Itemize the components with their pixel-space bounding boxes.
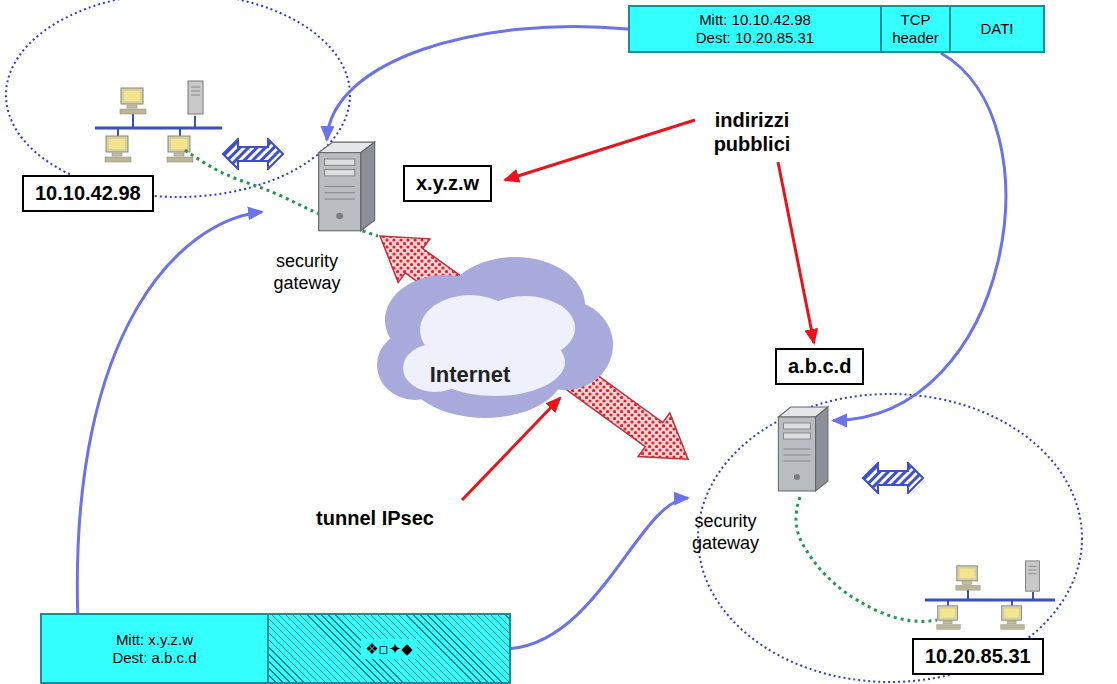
data-path <box>185 150 378 236</box>
packet-text: Mitt: 10.10.42.98 Dest: 10.20.85.31 <box>685 11 825 47</box>
flow-connector <box>327 26 628 140</box>
internet-cloud: Internet <box>375 250 615 430</box>
server-icon <box>768 405 830 495</box>
lan-outline <box>6 0 350 197</box>
packet-field: Mitt: 10.10.42.98 Dest: 10.20.85.31 <box>630 7 880 51</box>
security-gateway: security gateway <box>262 140 380 300</box>
packet-field: Mitt: x.y.z.w Dest: a.b.c.d <box>42 615 267 682</box>
packet-text: ❖▫✦◆ <box>361 639 417 659</box>
pointer-arrow <box>505 120 695 180</box>
packet: Mitt: x.y.z.w Dest: a.b.c.d ❖▫✦◆ <box>40 613 511 684</box>
flow-connector <box>77 212 262 613</box>
gateway-label: security gateway <box>262 250 352 294</box>
address-text: x.y.z.w <box>416 172 479 195</box>
address-text: 10.20.85.31 <box>925 645 1031 668</box>
cloud-label: Internet <box>375 362 565 388</box>
packet-text: Mitt: x.y.z.w Dest: a.b.c.d <box>100 631 210 667</box>
gateway-label: security gateway <box>688 510 763 554</box>
packet-text: DATI <box>980 20 1013 38</box>
server-icon <box>307 140 377 235</box>
address-box: a.b.c.d <box>775 348 864 385</box>
lan-right <box>925 561 1055 629</box>
packet-field: ❖▫✦◆ <box>267 615 509 682</box>
address-text: a.b.c.d <box>788 355 851 378</box>
lan-left <box>95 81 222 162</box>
ipsec-tunnel <box>380 236 688 459</box>
link-arrow <box>863 463 923 493</box>
address-text: 10.10.42.98 <box>35 182 141 205</box>
annotation: tunnel IPsec <box>290 506 460 530</box>
link-arrow <box>223 139 283 169</box>
cloud-shape <box>375 250 615 430</box>
packet-field: TCP header <box>880 7 949 51</box>
address-box: x.y.z.w <box>403 165 492 202</box>
address-box: 10.10.42.98 <box>22 175 154 212</box>
security-gateway: security gateway <box>688 405 833 560</box>
annotation: indirizzi pubblici <box>697 108 807 156</box>
packet: Mitt: 10.10.42.98 Dest: 10.20.85.31 TCP h… <box>628 5 1045 53</box>
packet-field: DATI <box>949 7 1043 51</box>
address-box: 10.20.85.31 <box>912 638 1044 675</box>
packet-text: TCP header <box>882 11 949 47</box>
flow-connector <box>511 498 688 649</box>
data-path <box>796 497 937 621</box>
pointer-arrow <box>778 162 814 343</box>
